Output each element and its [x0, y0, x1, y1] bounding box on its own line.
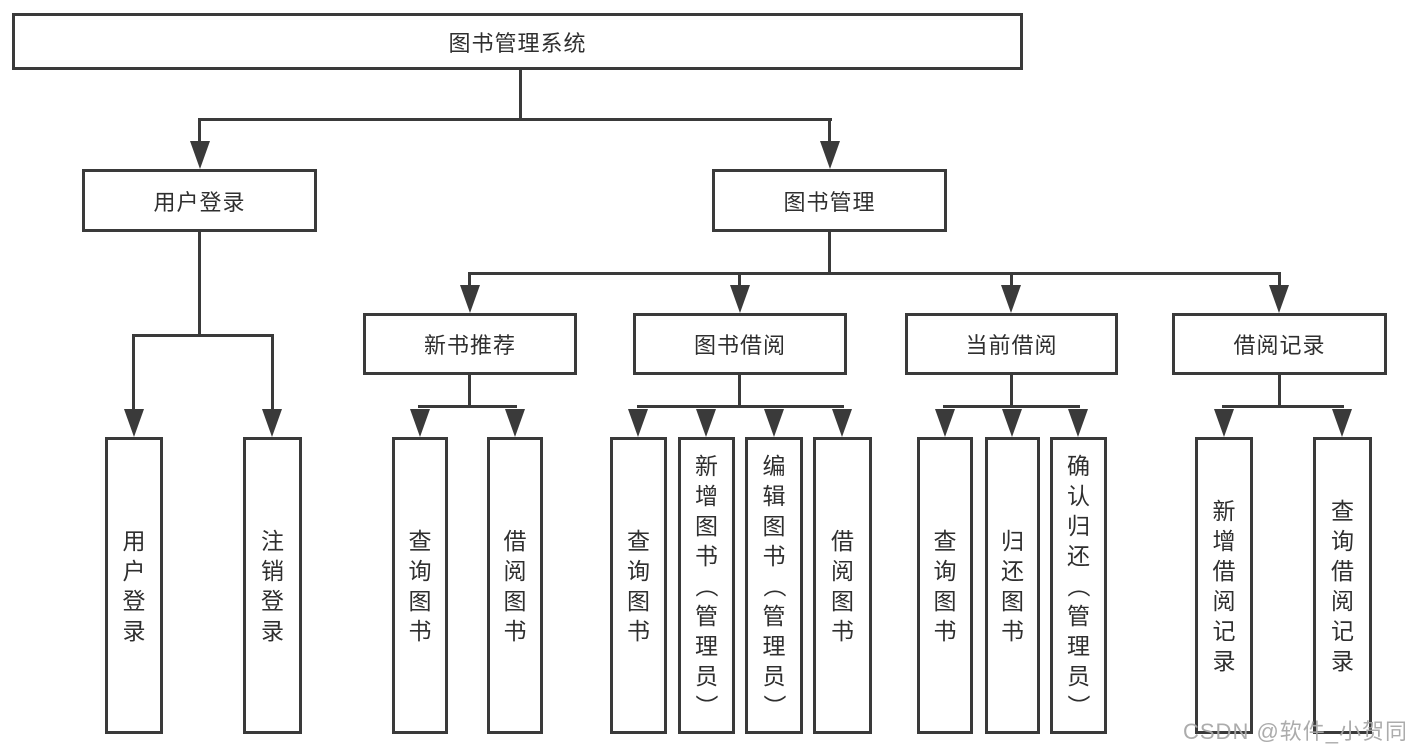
connector-book-mgmt-stem [828, 231, 831, 275]
connector-stub [1278, 272, 1281, 288]
node-current-borrowing: 当前借阅 [905, 313, 1118, 375]
connector-stem [1278, 373, 1281, 408]
node-library-management-system: 图书管理系统 [12, 13, 1023, 70]
arrowhead-down-icon [820, 141, 840, 169]
connector-stub [468, 272, 471, 288]
leaf-query-books-borrowing: 查询图书 [610, 437, 667, 734]
node-borrowing-records: 借阅记录 [1172, 313, 1387, 375]
arrowhead-down-icon [935, 409, 955, 437]
arrowhead-down-icon [1068, 409, 1088, 437]
node-book-management: 图书管理 [712, 169, 947, 232]
connector-stem [468, 373, 471, 408]
arrowhead-down-icon [124, 409, 144, 437]
arrowhead-down-icon [190, 141, 210, 169]
node-new-book-recommendation: 新书推荐 [363, 313, 577, 375]
connector-stub [738, 272, 741, 288]
arrowhead-down-icon [832, 409, 852, 437]
leaf-query-books-recommend: 查询图书 [392, 437, 448, 734]
connector-root-split [198, 118, 832, 121]
connector-stub [198, 118, 201, 148]
connector-split [943, 405, 1080, 408]
arrowhead-down-icon [460, 285, 480, 313]
connector-user-login-stem [198, 231, 201, 337]
arrowhead-down-icon [1002, 409, 1022, 437]
connector-stub [828, 118, 831, 148]
connector-book-mgmt-split [468, 272, 1281, 275]
leaf-return-books: 归还图书 [985, 437, 1040, 734]
connector-split [418, 405, 517, 408]
leaf-borrow-books: 借阅图书 [813, 437, 872, 734]
connector-split [1222, 405, 1344, 408]
watermark: CSDN @软件_小贺同学 [1183, 719, 1405, 744]
leaf-confirm-return-admin: 确认归还（管理员） [1050, 437, 1107, 734]
arrowhead-down-icon [730, 285, 750, 313]
arrowhead-down-icon [410, 409, 430, 437]
node-book-borrowing: 图书借阅 [633, 313, 847, 375]
arrowhead-down-icon [696, 409, 716, 437]
arrowhead-down-icon [505, 409, 525, 437]
leaf-borrow-books-recommend: 借阅图书 [487, 437, 543, 734]
node-user-login: 用户登录 [82, 169, 317, 232]
connector-stub [132, 334, 135, 412]
arrowhead-down-icon [1214, 409, 1234, 437]
connector-stem [1010, 373, 1013, 408]
connector-user-login-split [132, 334, 274, 337]
arrowhead-down-icon [262, 409, 282, 437]
leaf-query-borrow-record: 查询借阅记录 [1313, 437, 1372, 734]
connector-root-stem [519, 68, 522, 120]
arrowhead-down-icon [1269, 285, 1289, 313]
arrowhead-down-icon [1332, 409, 1352, 437]
leaf-add-books-admin: 新增图书（管理员） [678, 437, 735, 734]
connector-stem [738, 373, 741, 408]
leaf-add-borrow-record: 新增借阅记录 [1195, 437, 1253, 734]
connector-stub [1010, 272, 1013, 288]
leaf-edit-books-admin: 编辑图书（管理员） [745, 437, 803, 734]
connector-stub [271, 334, 274, 412]
leaf-query-books-current: 查询图书 [917, 437, 973, 734]
leaf-logout: 注销登录 [243, 437, 302, 734]
arrowhead-down-icon [1001, 285, 1021, 313]
arrowhead-down-icon [764, 409, 784, 437]
leaf-user-login: 用户登录 [105, 437, 163, 734]
arrowhead-down-icon [628, 409, 648, 437]
connector-split [637, 405, 844, 408]
